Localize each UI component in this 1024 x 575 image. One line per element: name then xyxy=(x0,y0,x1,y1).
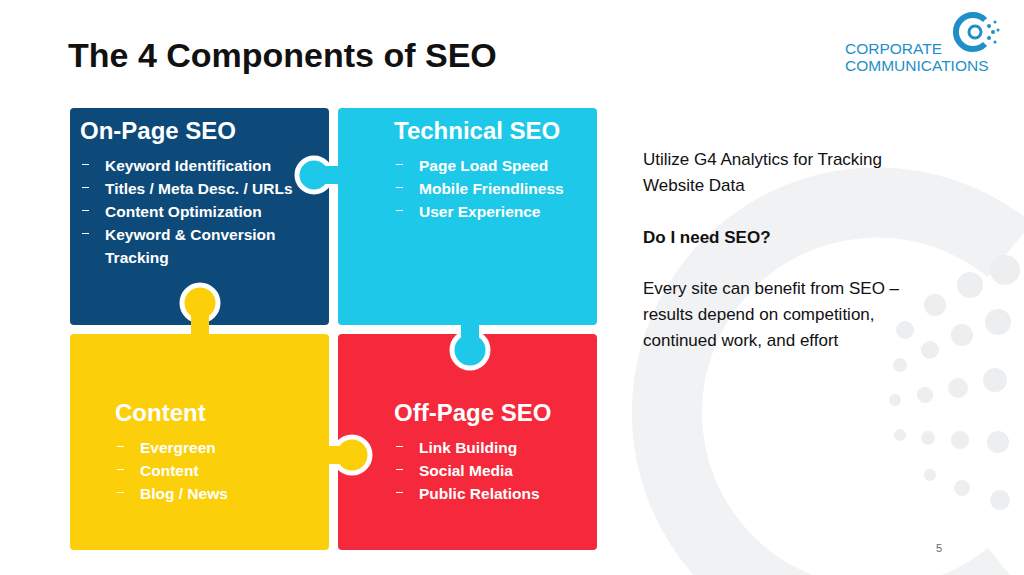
bullet-text: Mobile Friendliness xyxy=(419,177,564,200)
bullet-item: User Experience xyxy=(394,200,594,223)
bullet-dash xyxy=(82,187,89,188)
bullet-item: Evergreen xyxy=(115,436,315,459)
bullet-dash xyxy=(82,164,89,165)
bullet-text: Social Media xyxy=(419,459,513,482)
page-number: 5 xyxy=(936,541,966,555)
bullet-dash xyxy=(396,492,403,493)
bullet-item: Social Media xyxy=(394,459,594,482)
puzzle-piece: On-Page SEO Keyword IdentificationTitles … xyxy=(70,108,329,325)
bullet-item: Content xyxy=(115,459,315,482)
puzzle-piece: Off-Page SEO Link BuildingSocial MediaPub… xyxy=(338,334,597,550)
bullet-dash xyxy=(82,233,89,234)
puzzle-knob xyxy=(297,158,340,192)
bullet-item: Mobile Friendliness xyxy=(394,177,594,200)
slide-title: The 4 Components of SEO xyxy=(68,36,497,75)
bullet-text: Link Building xyxy=(419,436,517,459)
puzzle-piece: ContentEvergreenContentBlog / News xyxy=(70,334,329,550)
puzzle-knob xyxy=(182,285,218,336)
bullet-item: Titles / Meta Desc. / URLs xyxy=(80,177,320,200)
bullet-text: Evergreen xyxy=(140,436,216,459)
piece-text: ContentEvergreenContentBlog / News xyxy=(115,398,315,505)
piece-fill xyxy=(338,108,597,325)
bullet-dash xyxy=(396,164,403,165)
bullet-item: Keyword Identification xyxy=(80,154,320,177)
piece-fill xyxy=(338,334,597,550)
bullet-dash xyxy=(396,210,403,211)
bullet-text: Keyword & Conversion Tracking xyxy=(105,223,320,269)
piece-fill xyxy=(70,334,329,550)
piece-text: On-Page SEO Keyword IdentificationTitles … xyxy=(80,116,320,269)
bullet-item: Public Relations xyxy=(394,482,594,505)
bullet-dash xyxy=(396,187,403,188)
bullet-dash xyxy=(117,446,124,447)
bullet-text: Public Relations xyxy=(419,482,540,505)
note-text: Every site can benefit from SEO – result… xyxy=(643,276,943,354)
piece-heading: On-Page SEO xyxy=(80,116,320,146)
piece-heading: Content xyxy=(115,398,315,428)
logo-wordmark: CORPORATE COMMUNICATIONS xyxy=(845,40,1010,74)
piece-fill xyxy=(70,108,329,325)
bullet-dash xyxy=(396,469,403,470)
logo-watermark-arc xyxy=(667,203,1010,575)
bullet-text: Keyword Identification xyxy=(105,154,271,177)
puzzle-knob xyxy=(452,323,488,368)
bullet-text: Page Load Speed xyxy=(419,154,548,177)
puzzle-piece: Technical SEO Page Load SpeedMobile Frien… xyxy=(338,108,597,325)
bullet-item: Page Load Speed xyxy=(394,154,594,177)
note-text: Utilize G4 Analytics for Tracking Websit… xyxy=(643,147,928,199)
piece-text: Off-Page SEO Link BuildingSocial MediaPub… xyxy=(394,398,594,505)
puzzle-knob xyxy=(327,437,370,473)
bullet-dash xyxy=(396,446,403,447)
bullet-text: Titles / Meta Desc. / URLs xyxy=(105,177,293,200)
logo-mark xyxy=(956,15,1000,49)
bullet-item: Blog / News xyxy=(115,482,315,505)
bullet-text: User Experience xyxy=(419,200,541,223)
piece-heading: Off-Page SEO xyxy=(394,398,594,428)
piece-text: Technical SEO Page Load SpeedMobile Frien… xyxy=(394,116,594,223)
piece-heading: Technical SEO xyxy=(394,116,594,146)
bullet-text: Content xyxy=(140,459,199,482)
bullet-item: Content Optimization xyxy=(80,200,320,223)
note-heading: Do I need SEO? xyxy=(643,225,928,251)
bullet-text: Blog / News xyxy=(140,482,228,505)
bullet-item: Link Building xyxy=(394,436,594,459)
bullet-item: Keyword & Conversion Tracking xyxy=(80,223,320,269)
bullet-dash xyxy=(82,210,89,211)
watermark-dots xyxy=(889,255,1020,510)
bullet-text: Content Optimization xyxy=(105,200,262,223)
bullet-dash xyxy=(117,469,124,470)
bullet-dash xyxy=(117,492,124,493)
